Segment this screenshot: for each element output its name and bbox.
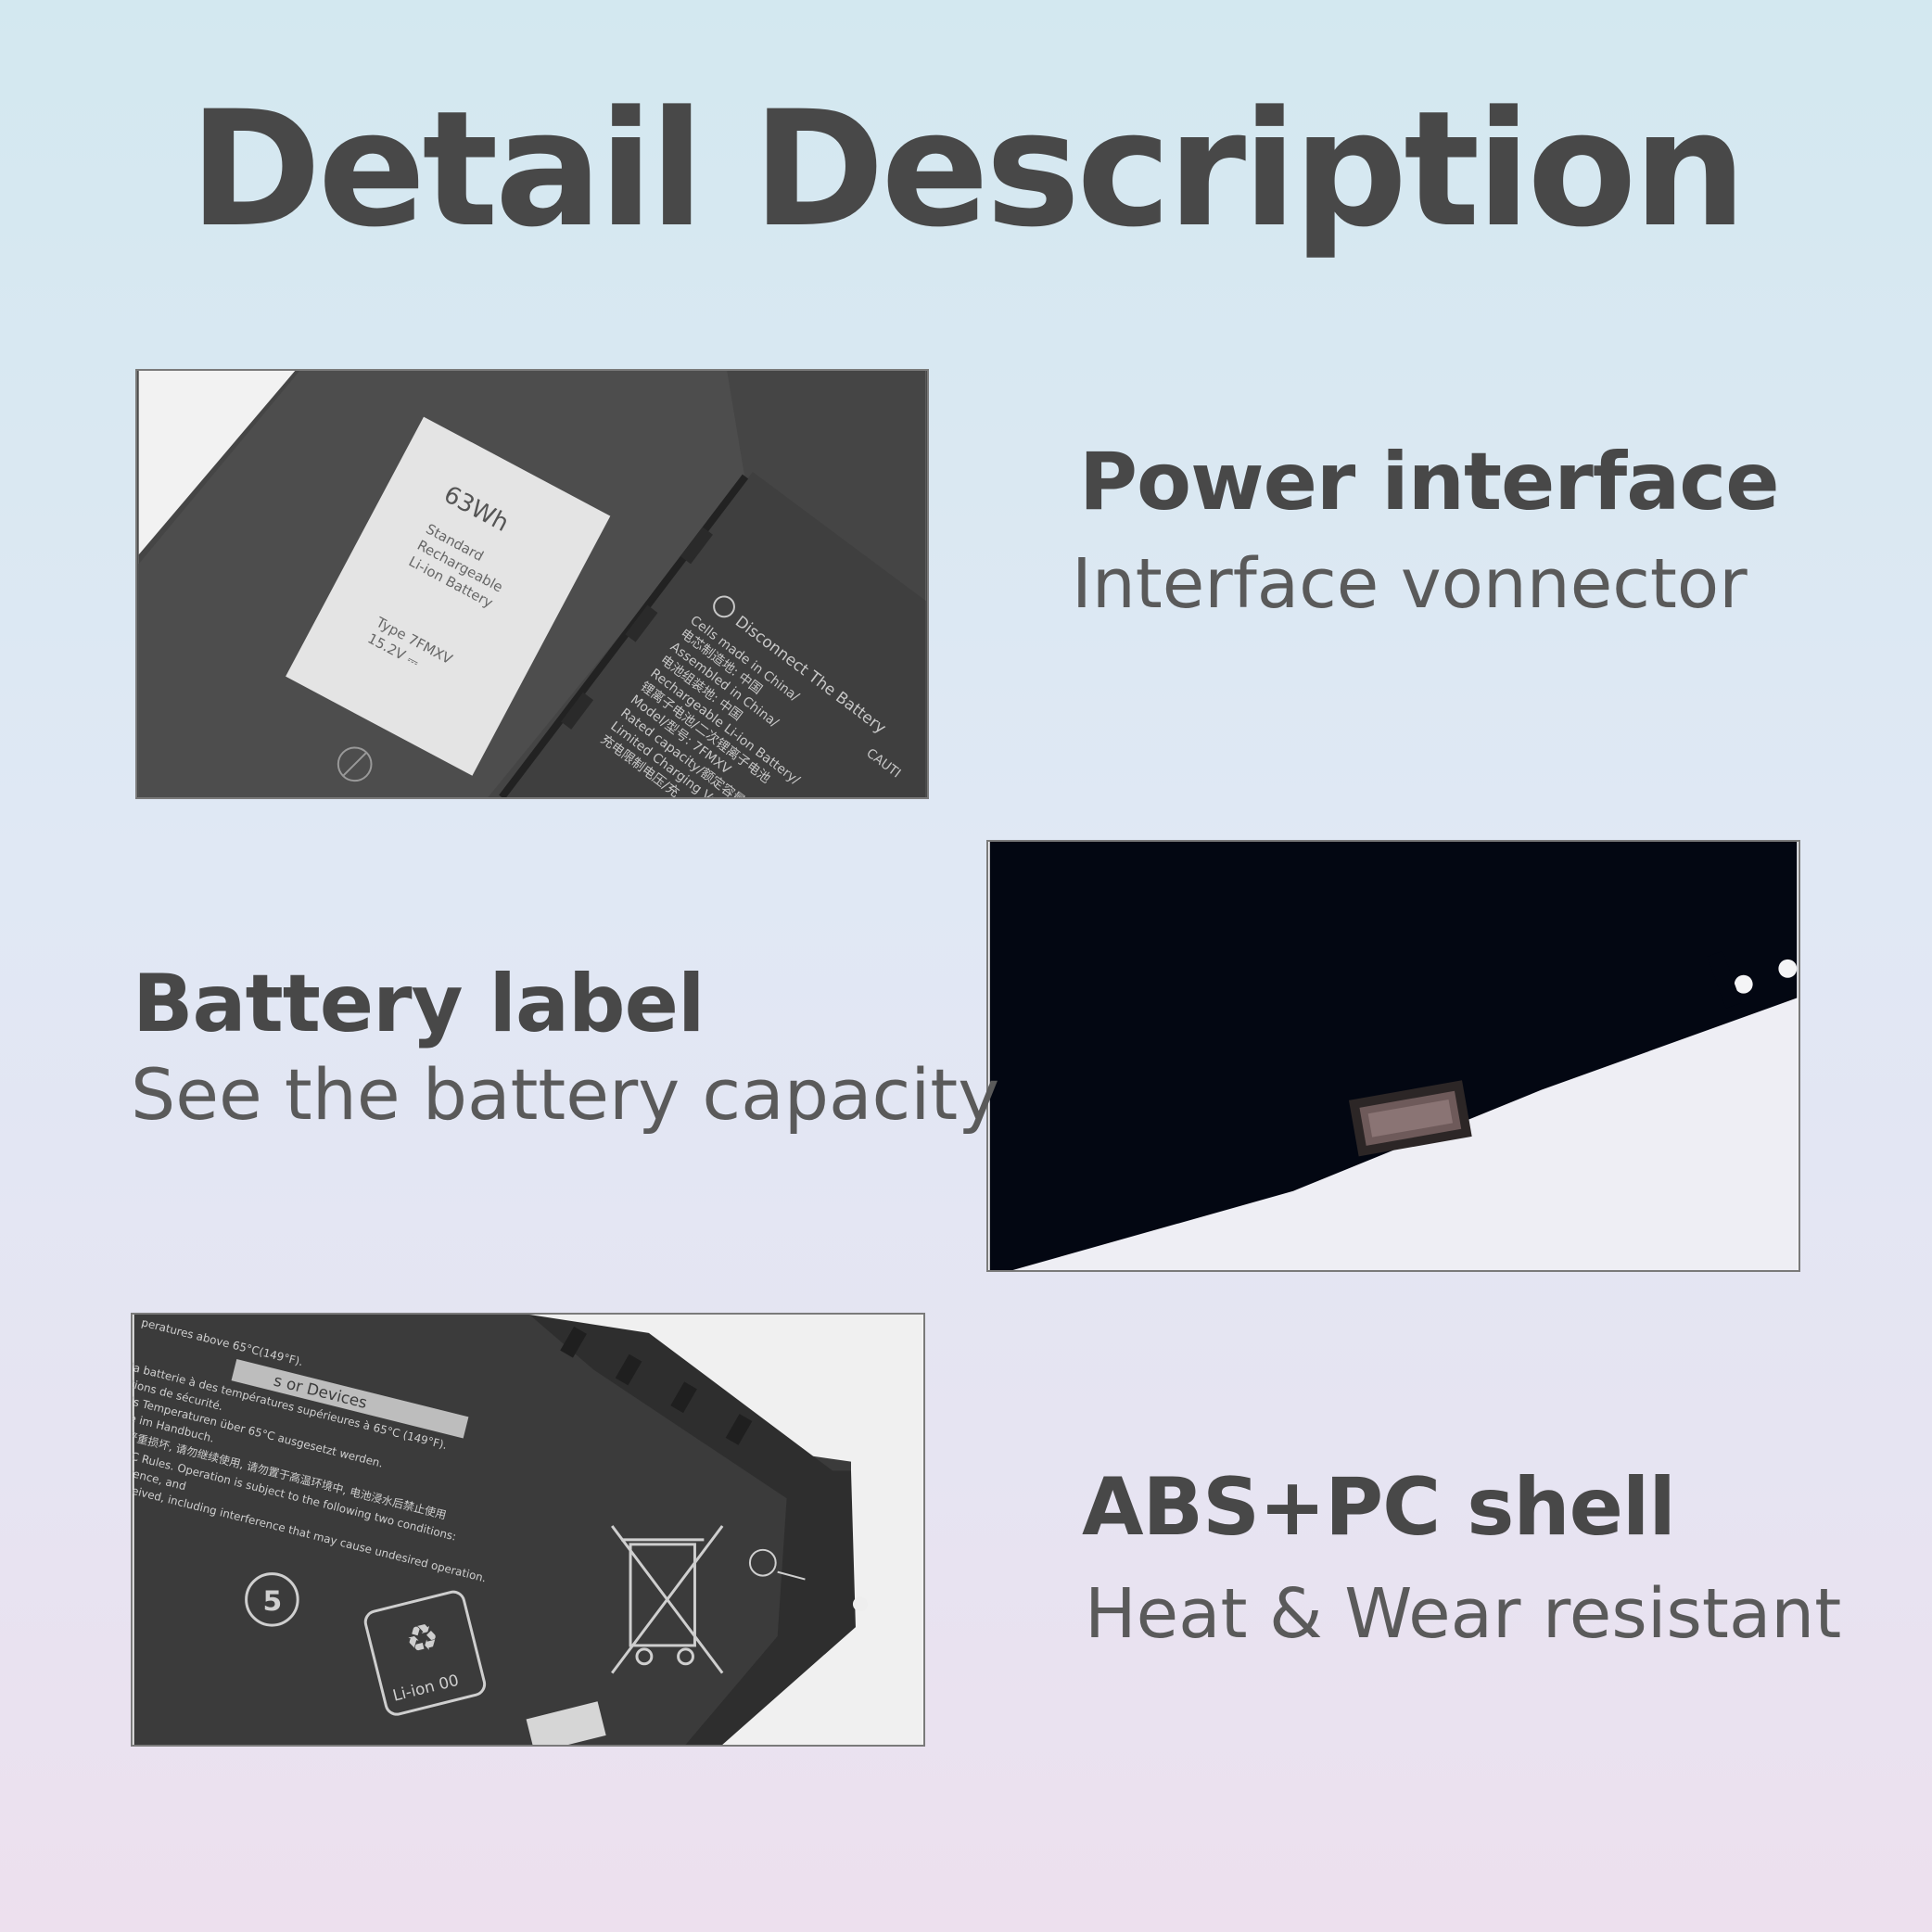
battery-label-illustration: 63Wh Standard Rechargeable Li-ion Batter… [138,371,926,797]
section-subtitle-power: Interface vonnector [1072,544,1748,624]
battery-label-photo: 63Wh Standard Rechargeable Li-ion Batter… [135,369,929,799]
shell-photo: s or Devices peratures above 65°C(149°F)… [131,1313,925,1747]
warning-icon [713,595,735,618]
connector-port [1348,1080,1472,1157]
no-disassemble-icon [748,1548,806,1581]
page-title: Detail Description [189,76,1747,262]
shell-illustration: s or Devices peratures above 65°C(149°F)… [133,1315,922,1745]
section-heading-shell: ABS+PC shell [1082,1461,1676,1554]
no-disassemble-icon [337,746,373,782]
power-connector-illustration [989,842,1798,1270]
barcode-sticker [526,1701,606,1745]
cycle-mark-number: 5 [262,1585,282,1618]
power-connector-photo [986,840,1800,1272]
section-subtitle-shell: Heat & Wear resistant [1085,1574,1842,1654]
no-trash-bin-icon [611,1525,724,1674]
cycle-mark-icon: 5 [245,1572,299,1627]
screw-hole [852,1596,868,1612]
section-heading-power: Power interface [1079,436,1780,528]
section-heading-label: Battery label [133,958,705,1050]
section-subtitle-label: See the battery capacity [131,1053,1000,1136]
